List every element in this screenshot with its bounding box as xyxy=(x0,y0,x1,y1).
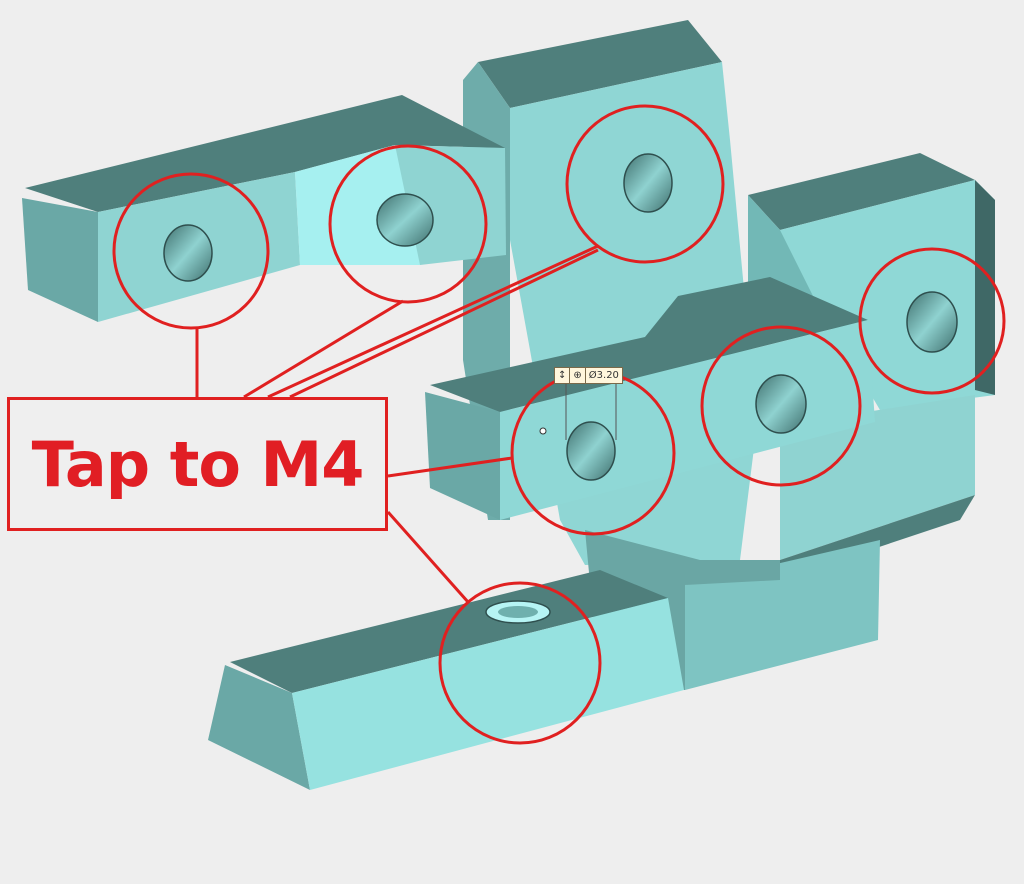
dimension-value: Ø3.20 xyxy=(588,370,619,381)
hole-3 xyxy=(623,153,673,213)
callout-circle-3 xyxy=(565,104,725,264)
selection-point xyxy=(539,427,547,435)
top-left-arm xyxy=(22,95,506,322)
hole-4 xyxy=(906,291,958,353)
right-block xyxy=(748,153,995,580)
callout-leaders xyxy=(195,244,599,603)
callout-circle-4 xyxy=(858,247,1006,395)
hole-5 xyxy=(755,374,807,434)
diameter-target-icon: ⊕ xyxy=(570,368,586,383)
bottom-arm xyxy=(208,570,684,790)
callout-circle-5 xyxy=(700,325,862,487)
callout-circle-7 xyxy=(438,581,602,745)
dimension-tag[interactable]: ↕ ⊕ Ø3.20 xyxy=(554,367,623,384)
dimension-type-icon: ↕ xyxy=(555,368,571,383)
hole-2 xyxy=(376,193,434,247)
holes xyxy=(163,153,958,624)
hole-1 xyxy=(163,224,213,282)
callout-circle-2 xyxy=(328,144,488,304)
hole-6 xyxy=(566,421,616,481)
annotation-label-box: Tap to M4 xyxy=(7,397,388,531)
dimension-leader xyxy=(565,382,617,440)
callout-circle-1 xyxy=(112,172,270,330)
annotation-label: Tap to M4 xyxy=(31,427,365,501)
